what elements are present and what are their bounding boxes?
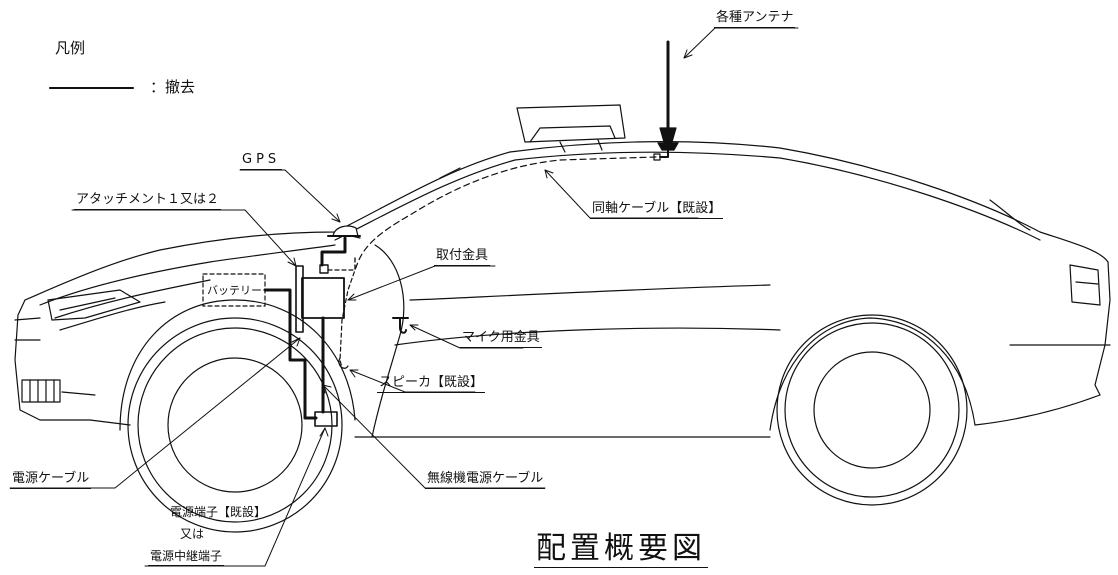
attachment-plate	[295, 265, 304, 333]
legend-removal-label: ：撤去	[150, 78, 196, 96]
diagram-title: 配置概要図	[534, 531, 708, 568]
mic-bracket-label: マイク用金具	[460, 330, 542, 348]
mic-bracket	[392, 317, 409, 334]
gps-dome	[332, 225, 359, 237]
legend-title: 凡例	[55, 39, 86, 57]
antenna-label: 各種アンテナ	[714, 10, 796, 28]
radio-unit	[301, 277, 345, 319]
coax-cable-label: 同軸ケーブル【既設】	[590, 201, 724, 219]
power-cable-label: 電源ケーブル	[10, 471, 92, 489]
radio-power-cable-label: 無線機電源ケーブル	[425, 471, 546, 489]
power-terminal-label-line1: 電源端子【既設】	[170, 505, 267, 519]
car-outline	[14, 104, 1111, 438]
antenna	[657, 40, 679, 151]
coax-cable	[354, 156, 657, 271]
battery-label: バッテリー	[207, 284, 262, 297]
power-terminal-label-line2: 又は	[180, 527, 205, 541]
bracket-label: 取付金具	[434, 248, 491, 266]
speaker-label: スピーカ【既設】	[377, 375, 486, 393]
power-terminal	[314, 411, 338, 427]
attachment-label: アタッチメント１又は２	[74, 192, 222, 210]
power-terminal-label-line3: 電源中継端子	[148, 548, 225, 566]
gps-label: GPS	[240, 152, 283, 170]
